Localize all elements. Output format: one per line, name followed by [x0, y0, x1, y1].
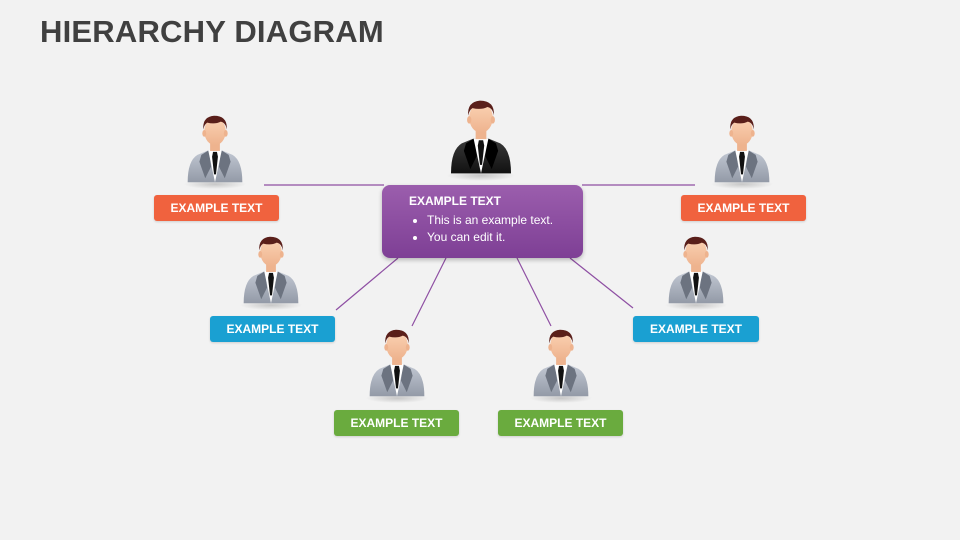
person-icon: [184, 115, 246, 190]
connector-mid-right: [569, 257, 634, 309]
center-heading: EXAMPLE TEXT: [409, 194, 502, 208]
center-bullet-list: This is an example text. You can edit it…: [409, 212, 573, 246]
person-icon: [665, 236, 727, 311]
node-label-bottom-left: EXAMPLE TEXT: [334, 410, 459, 436]
person-icon: [366, 329, 428, 404]
node-label-mid-left: EXAMPLE TEXT: [210, 316, 335, 342]
connector-mid-left: [335, 257, 399, 311]
connector-bottom-right: [516, 257, 552, 327]
node-label-top-right: EXAMPLE TEXT: [681, 195, 806, 221]
person-icon: [240, 236, 302, 311]
center-text-box: EXAMPLE TEXT This is an example text. Yo…: [382, 185, 583, 258]
node-label-bottom-right: EXAMPLE TEXT: [498, 410, 623, 436]
person-icon: [711, 115, 773, 190]
slide-title: HIERARCHY DIAGRAM: [40, 14, 384, 49]
node-label-top-left: EXAMPLE TEXT: [154, 195, 279, 221]
center-bullet: You can edit it.: [427, 229, 573, 246]
manager-icon: [447, 100, 515, 181]
center-bullet: This is an example text.: [427, 212, 573, 229]
connector-bottom-left: [411, 257, 447, 327]
node-label-mid-right: EXAMPLE TEXT: [633, 316, 759, 342]
person-icon: [530, 329, 592, 404]
